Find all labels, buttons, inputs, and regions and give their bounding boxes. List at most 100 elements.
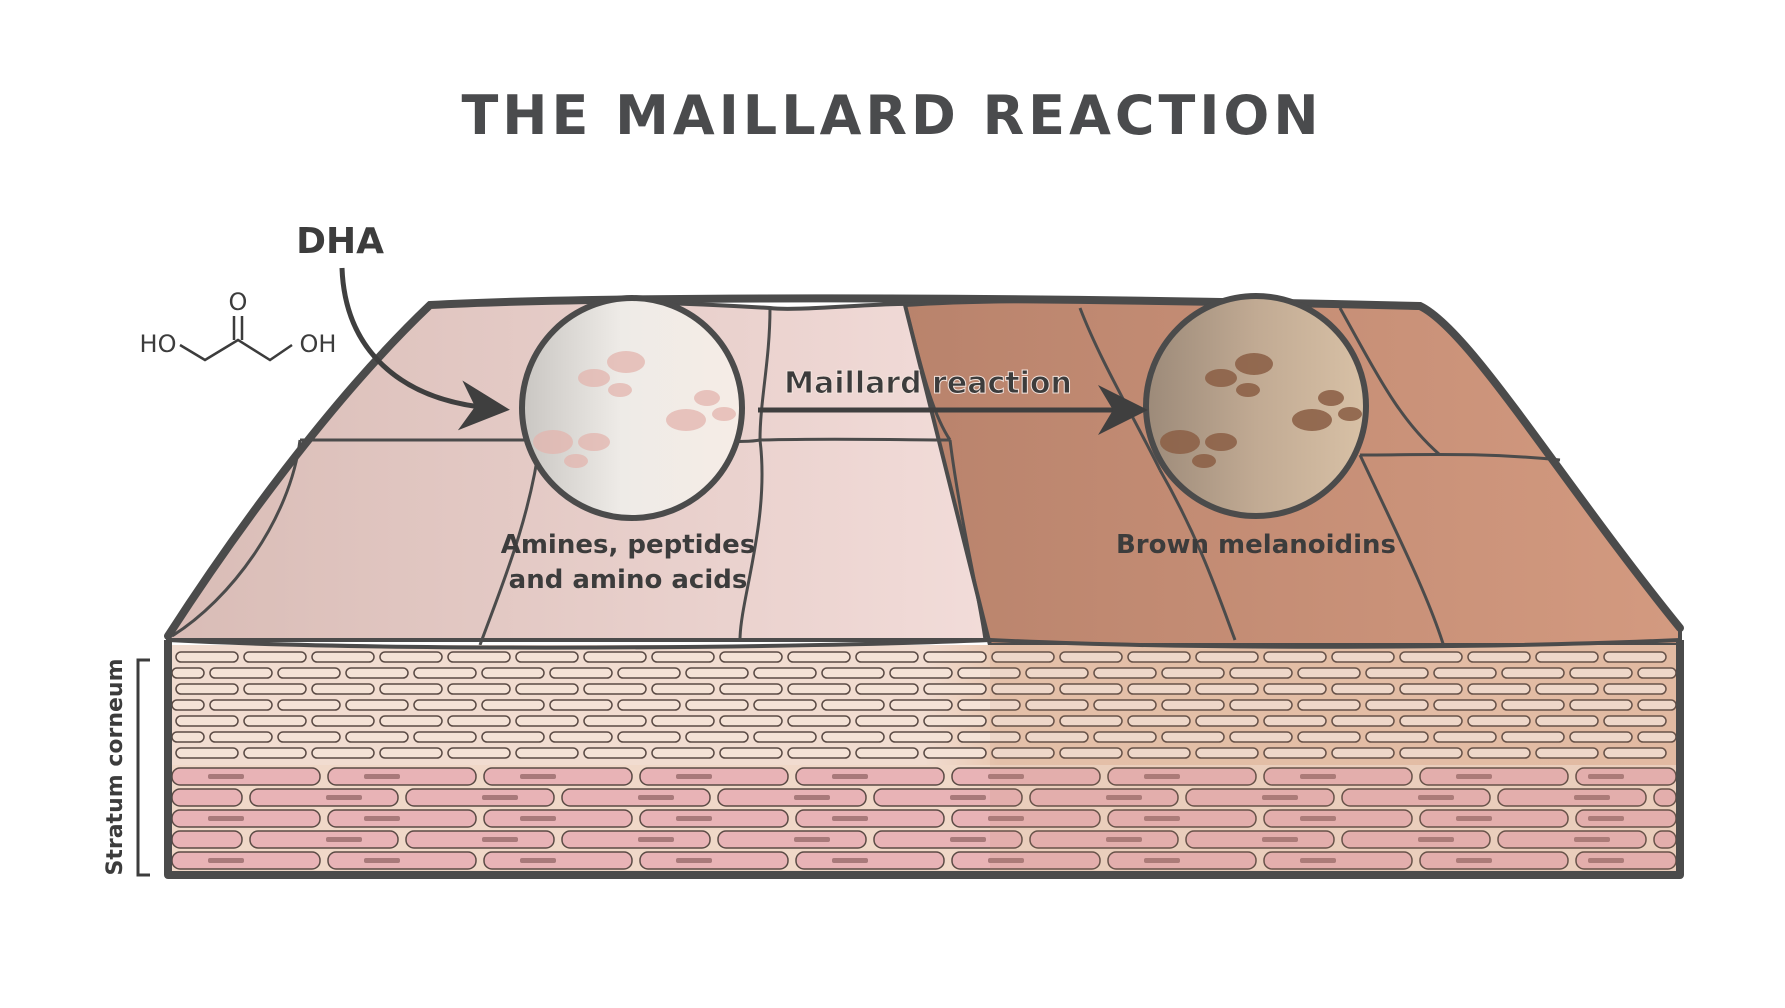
corneocyte [243,683,307,695]
cell-nucleus [1456,774,1492,779]
corneocyte [1297,667,1361,679]
skin-surface [164,294,1684,651]
corneocyte [1127,683,1191,695]
corneocyte [1569,731,1633,743]
slab-outline [164,640,1684,879]
product-circle [1143,293,1369,519]
cell-nucleus [1456,816,1492,821]
corneocyte [923,747,987,759]
corneocyte [379,651,443,663]
cell [795,809,945,828]
cell-nucleus [482,837,518,842]
cell-nucleus [832,816,868,821]
cell [483,809,633,828]
layer-label: Stratum corneum [103,659,128,876]
corneocyte [1025,731,1089,743]
corneocyte [243,651,307,663]
corneocyte [685,731,749,743]
cell-nucleus [364,858,400,863]
cell-nucleus [208,816,244,821]
amino-spot [578,433,610,451]
corneocyte [753,667,817,679]
cell [639,809,789,828]
corneocyte [277,699,341,711]
dha-molecule: DHA O HO OH [140,221,384,362]
cell-nucleus [482,795,518,800]
amino-spot [533,430,573,454]
cell [1263,851,1413,870]
corneocyte [549,731,613,743]
corneocyte [1127,715,1191,727]
corneocyte [549,699,613,711]
tanned-overlay [990,645,1680,875]
corneocyte [1535,715,1599,727]
corneocyte [481,667,545,679]
cell-line [903,304,952,441]
cell-nucleus [1418,795,1454,800]
cell-nucleus [638,837,674,842]
corneocyte [345,731,409,743]
corneocyte [447,747,511,759]
cell-nucleus [1574,837,1610,842]
corneocyte [175,715,239,727]
amino-spot [694,390,720,406]
corneocyte [481,731,545,743]
corneocyte [447,651,511,663]
amino-spot [608,383,632,397]
cell [405,830,555,849]
cell [171,809,321,828]
corneocyte [243,715,307,727]
cell-nucleus [326,795,362,800]
cell-nucleus [1588,774,1624,779]
cell-nucleus [832,858,868,863]
melanoidin-spot [1205,433,1237,451]
corneocyte [345,699,409,711]
cell-line [948,439,987,641]
corneocyte [1467,715,1531,727]
corneocyte [1127,747,1191,759]
cell [405,788,555,807]
corneocyte [855,683,919,695]
corneocyte [379,715,443,727]
corneocyte [1603,747,1667,759]
oxygen-atom: O [229,288,248,316]
cell-nucleus [1456,858,1492,863]
cell-nucleus [1588,858,1624,863]
cell-nucleus [832,774,868,779]
corneocyte [1263,683,1327,695]
corneocyte [171,699,205,711]
melanoidin-spot [1338,407,1362,421]
corneocyte [311,715,375,727]
corneocyte [1025,699,1089,711]
cell-line [738,439,764,641]
stratum-corneum-layers [164,637,1684,879]
corneocyte [1195,683,1259,695]
corneocyte [957,699,1021,711]
slab-top-edge [167,637,1681,650]
corneocyte [175,747,239,759]
corneocyte [923,715,987,727]
corneocyte [1093,667,1157,679]
corneocyte [481,699,545,711]
corneocyte [753,731,817,743]
left-hydroxyl: HO [140,330,177,358]
cell [249,788,399,807]
cell-nucleus [1574,795,1610,800]
amino-spot [666,409,706,431]
cell [1107,851,1257,870]
corneocyte [719,651,783,663]
cell-nucleus [1106,837,1142,842]
corneocyte [617,699,681,711]
corneocyte [1331,715,1395,727]
corneocyte [1331,683,1395,695]
corneocyte [855,651,919,663]
corneocyte [175,683,239,695]
cell-nucleus [794,795,830,800]
corneocyte [719,683,783,695]
corneocyte [651,651,715,663]
cell-nucleus [988,858,1024,863]
corneocyte [1093,699,1157,711]
corneocyte [583,715,647,727]
corneocyte [1263,747,1327,759]
cell-nucleus [520,774,556,779]
